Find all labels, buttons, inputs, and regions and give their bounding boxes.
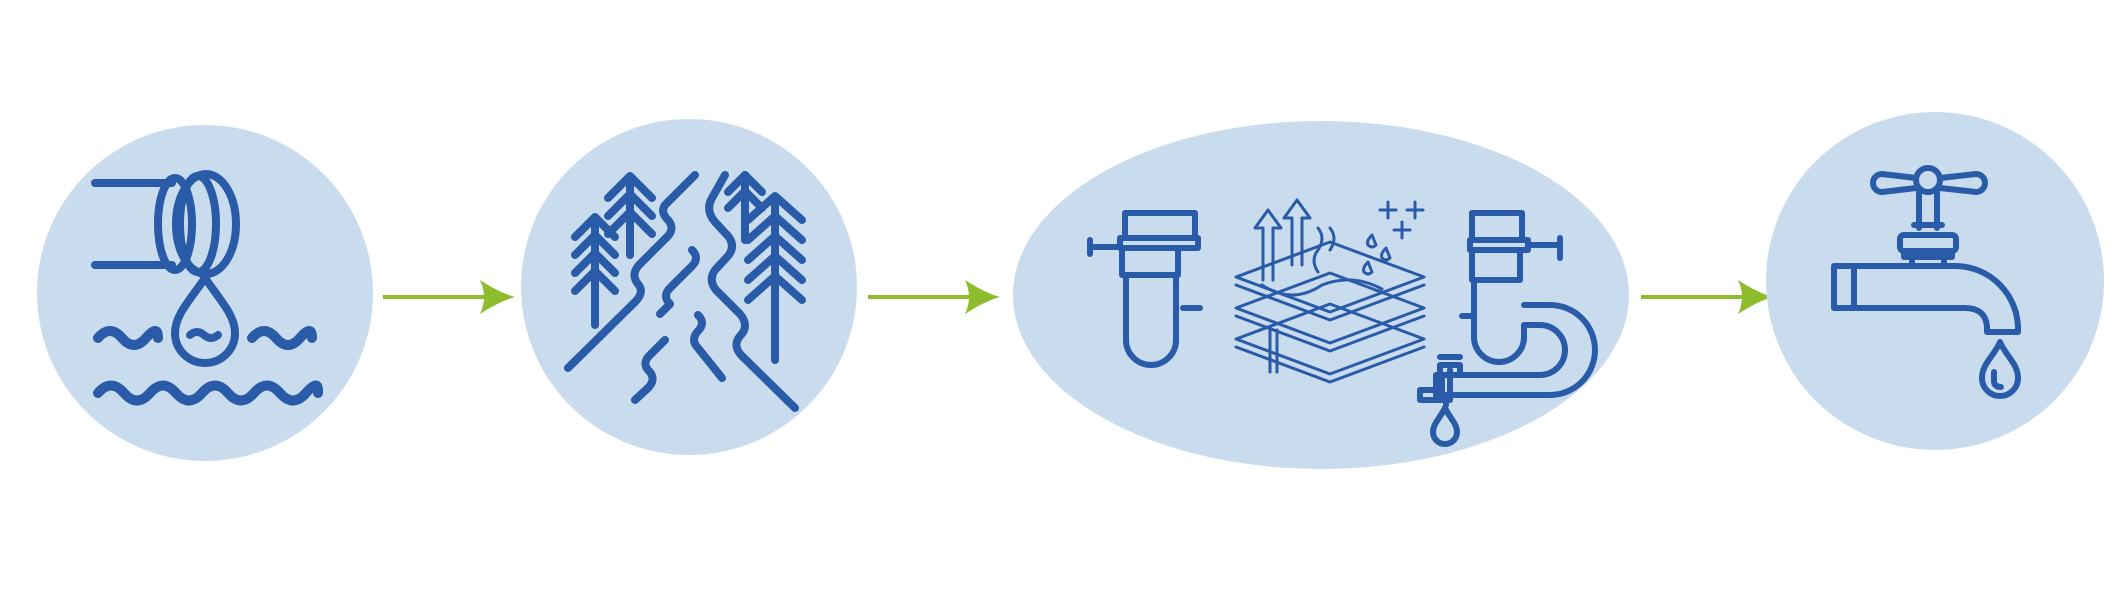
water-tap-icon	[1831, 165, 2022, 399]
arrow-right-icon	[868, 280, 1000, 314]
stage-3-ellipse	[1013, 121, 1629, 469]
stage-1	[37, 125, 373, 461]
stage-1-circle	[37, 125, 373, 461]
arrow-right-icon	[383, 280, 515, 314]
stage-3	[1013, 121, 1629, 469]
stage-2-circle	[521, 119, 857, 455]
stage-4-circle	[1766, 112, 2104, 450]
pipe-outflow-into-water-icon	[91, 170, 324, 406]
stage-4	[1766, 112, 2104, 450]
filtration-treatment-icon	[1087, 198, 1598, 447]
forest-and-soil-icon	[564, 171, 806, 412]
stage-2	[521, 119, 857, 455]
arrow-right-icon	[1641, 280, 1773, 314]
